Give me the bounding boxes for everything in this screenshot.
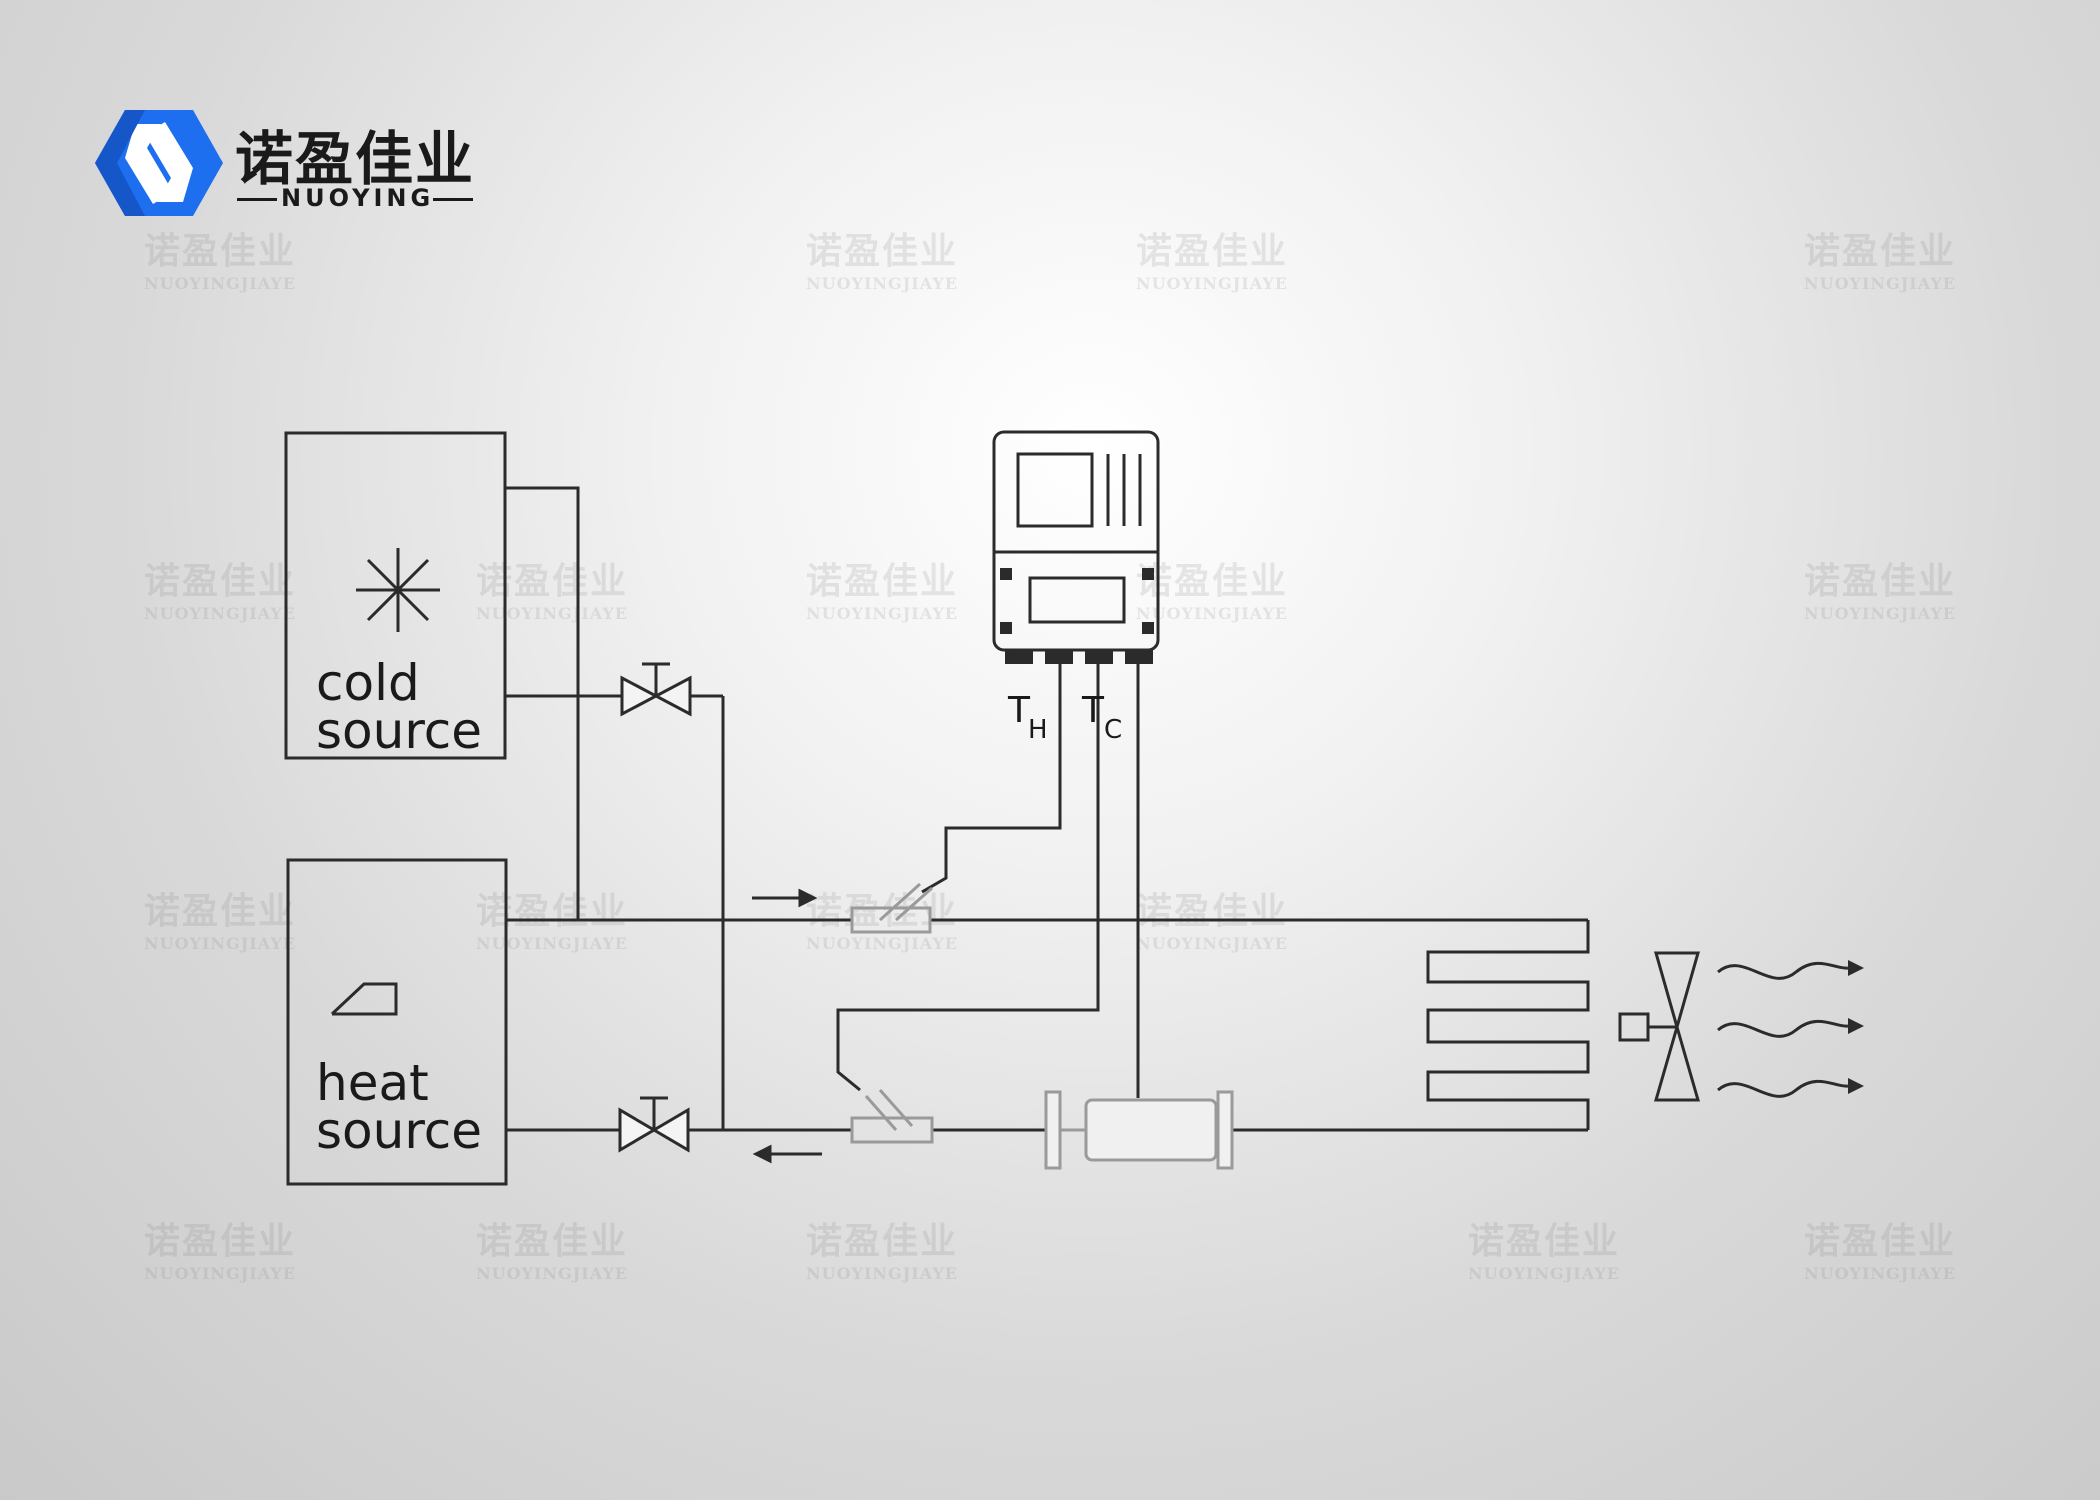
brand-name-en: NUOYING bbox=[281, 184, 435, 212]
calculator-screw bbox=[1142, 622, 1154, 634]
heat-source-box bbox=[286, 858, 508, 1186]
calculator-lower-display bbox=[1028, 576, 1126, 624]
air-flow-wave bbox=[1717, 1019, 1849, 1038]
return-temperature-probe bbox=[864, 1095, 898, 1131]
air-flow-arrowhead bbox=[1848, 960, 1864, 976]
cold-valve-right bbox=[652, 675, 692, 717]
flow-sensor-flange-right bbox=[1216, 1090, 1234, 1170]
tc-signal-cable bbox=[836, 650, 1100, 1092]
heat-valve-right bbox=[651, 1107, 690, 1153]
calculator-upper-display bbox=[1016, 452, 1094, 528]
calculator-screw bbox=[1000, 568, 1012, 580]
brand-name-cn: 诺盈佳业 bbox=[235, 125, 476, 193]
return-temperature-probe bbox=[878, 1089, 914, 1127]
th-label-sub: H bbox=[1028, 715, 1048, 745]
air-flow-wave bbox=[1717, 1079, 1849, 1098]
nuoying-logo-icon bbox=[95, 110, 223, 216]
flow-sensor-flange-left bbox=[1044, 1090, 1062, 1170]
tc-label-main: T bbox=[1081, 690, 1105, 731]
brand-rule-right bbox=[433, 198, 473, 201]
flow-sensor-body bbox=[1084, 1098, 1218, 1162]
cold-source-label-line1: cold bbox=[316, 654, 420, 712]
heat-source-label-line1: heat bbox=[316, 1054, 429, 1112]
calculator-terminal bbox=[1125, 650, 1153, 664]
supply-flow-arrowhead bbox=[798, 888, 818, 908]
calculator-terminal bbox=[1005, 650, 1033, 664]
return-temperature-sensor bbox=[850, 1116, 934, 1144]
th-signal-cable bbox=[921, 650, 1062, 894]
supply-temperature-probe bbox=[878, 882, 922, 922]
cold-source-label-line2: source bbox=[316, 702, 482, 760]
heat-exchanger-coil bbox=[1426, 920, 1590, 1130]
brand-name-en-row: NUOYING bbox=[237, 184, 473, 214]
heat-valve-left bbox=[618, 1107, 657, 1153]
calculator-terminal bbox=[1085, 650, 1113, 664]
calculator-terminal bbox=[1045, 650, 1073, 664]
fan-blade-top bbox=[1654, 951, 1700, 1033]
air-flow-arrowhead bbox=[1848, 1078, 1864, 1094]
supply-temperature-probe bbox=[895, 886, 933, 922]
return-flow-arrowhead bbox=[752, 1144, 772, 1164]
brand-rule-left bbox=[237, 198, 277, 201]
calculator-screw bbox=[1000, 622, 1012, 634]
tc-label-sub: C bbox=[1104, 715, 1122, 745]
heat-source-label-line2: source bbox=[316, 1102, 482, 1160]
air-flow-arrowhead bbox=[1848, 1018, 1864, 1034]
supply-temperature-sensor bbox=[850, 906, 932, 934]
calculator-screw bbox=[1142, 568, 1154, 580]
fan-blade-bottom bbox=[1654, 1021, 1700, 1102]
cold-source-bypass-pipe bbox=[505, 486, 580, 920]
calculator-unit bbox=[992, 430, 1160, 652]
flame-icon bbox=[330, 982, 398, 1016]
cold-valve-left bbox=[620, 675, 660, 717]
air-flow-wave bbox=[1717, 961, 1849, 980]
snowflake-icon bbox=[356, 548, 440, 632]
brand-logo: 诺盈佳业 NUOYING bbox=[95, 108, 475, 218]
th-label-main: T bbox=[1007, 690, 1031, 731]
fan-motor bbox=[1618, 1012, 1650, 1042]
cold-source-box bbox=[284, 431, 507, 760]
